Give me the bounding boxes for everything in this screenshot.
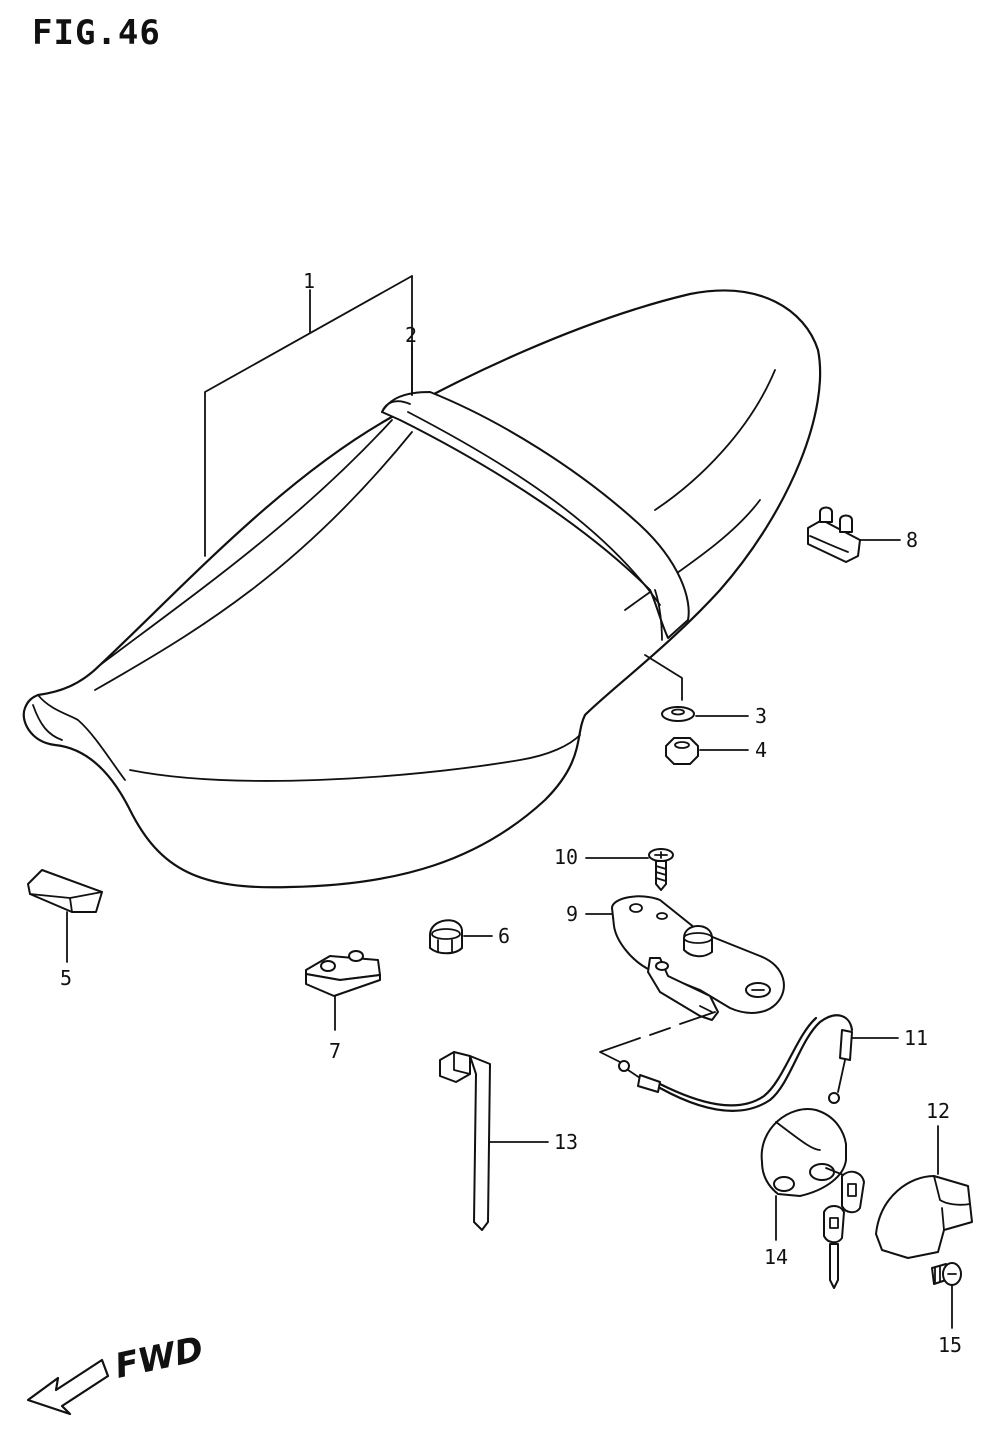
callout-12: 12 [926, 1099, 950, 1123]
callout-15: 15 [938, 1333, 962, 1357]
seat-lock-bracket-part-9 [611, 895, 785, 1021]
cable-routing-line [599, 1011, 716, 1063]
fwd-label: FWD [112, 1329, 207, 1387]
callout-1-leader [204, 275, 413, 557]
screw-part-10 [648, 848, 674, 891]
cap-nut-part-6 [429, 919, 463, 955]
callout-13: 13 [554, 1130, 578, 1154]
callout-11: 11 [904, 1026, 928, 1050]
figure-title: FIG.46 [32, 13, 161, 53]
screw-part-15 [931, 1262, 962, 1286]
lock-cover-part-12 [875, 1175, 973, 1259]
washer-part-3 [661, 706, 695, 722]
bumper-part-8 [807, 506, 861, 563]
cable-part-11 [618, 1014, 854, 1112]
bracket-part-7 [305, 950, 381, 997]
callout-14: 14 [764, 1245, 788, 1269]
callout-7: 7 [329, 1039, 341, 1063]
callout-8: 8 [906, 528, 918, 552]
callout-10: 10 [554, 845, 578, 869]
forward-direction-arrow-icon [26, 1358, 110, 1416]
callout-2: 2 [405, 323, 417, 347]
seat-lock-part-14 [760, 1108, 865, 1289]
callout-9: 9 [566, 902, 578, 926]
callout-4: 4 [755, 738, 767, 762]
callout-5: 5 [60, 966, 72, 990]
callout-3: 3 [755, 704, 767, 728]
callout-3-leader-upper [644, 654, 683, 701]
nut-part-4 [665, 737, 699, 765]
cushion-part-5 [27, 869, 103, 913]
callout-6: 6 [498, 924, 510, 948]
callout-1: 1 [303, 269, 315, 293]
strap-part-13 [439, 1051, 491, 1231]
seat-assembly [22, 289, 822, 889]
